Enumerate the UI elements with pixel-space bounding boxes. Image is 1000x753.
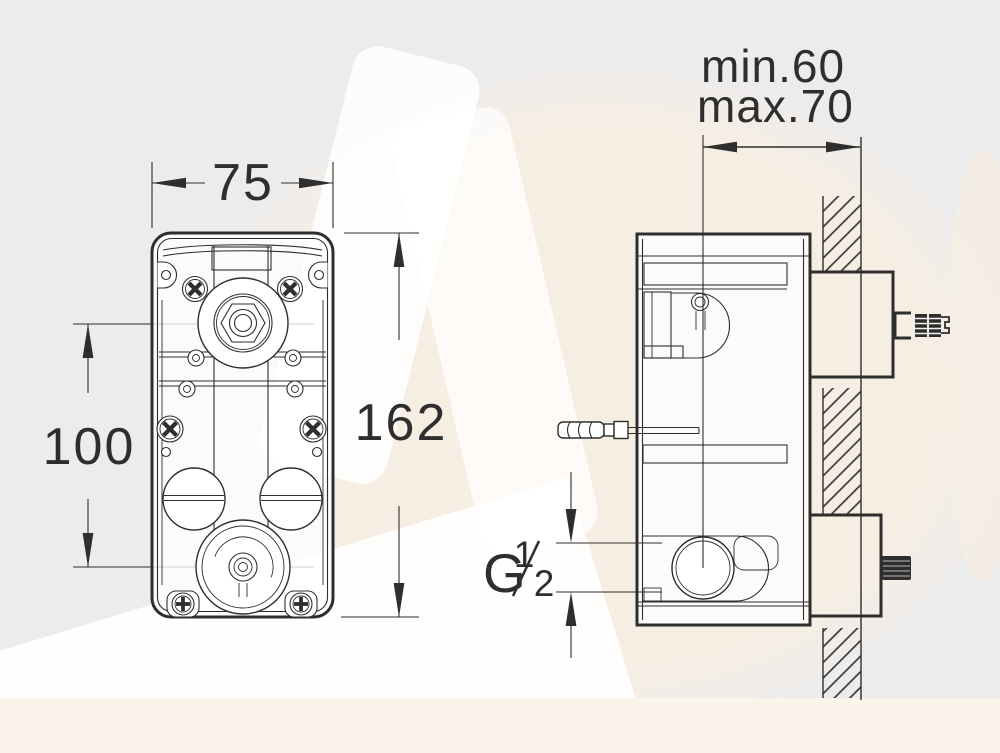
dimension-depth-min-max: min.60 max.70 [697,40,860,153]
top-arch [162,250,323,257]
thread-g: G [483,542,526,604]
ear-hole [160,269,172,281]
pilot-hole [311,446,323,458]
upper-valve-cartridge [197,277,289,369]
upper-spindle-fitting [893,311,950,340]
rib-boss-hole [291,385,299,393]
ear-hole [313,269,325,281]
rib-boss [187,349,205,367]
thread-size-label: G 1 2 [483,534,554,604]
dimension-spacing-100: 100 [43,324,136,567]
top-arch [162,244,323,251]
rib-boss-hole [192,354,200,362]
depth-min-label: min.60 [701,40,845,92]
hex-nut [220,303,266,343]
rib-boss-hole [289,354,297,362]
lower-valve [195,519,291,615]
wall-hatch [823,196,861,271]
phillips-screw [284,590,318,618]
phillips-screw [299,415,327,443]
channel-top-block [211,246,272,271]
wall-hatch [823,628,861,698]
phillips-screw [166,590,200,618]
thread-denominator: 2 [534,563,555,604]
front-view [73,231,335,619]
side-view [557,135,950,700]
lower-spindle-knob [882,556,911,580]
phillips-screw [156,415,184,443]
pilot-hole [160,446,172,458]
inlet-port [259,467,323,531]
rib-boss [178,380,196,398]
wall-section [822,137,862,700]
lower-wall-sleeve [808,513,883,618]
height-dimension-label: 162 [355,394,448,452]
spacing-dimension-label: 100 [43,418,136,476]
rib-boss-hole [183,385,191,393]
dimension-thread-g-half: G 1 2 [483,472,662,658]
width-dimension-label: 75 [212,154,274,212]
upper-wall-sleeve [808,270,895,379]
mid-rib-bar [642,444,788,464]
upper-mechanism [643,291,731,359]
inlet-port [162,467,226,531]
cam-arc [214,536,274,578]
depth-max-label: max.70 [697,80,854,132]
phillips-screw [276,275,304,303]
dimension-width-75: 75 [151,154,334,228]
dimension-height-162: 162 [341,232,448,618]
wall-hatch [823,388,861,514]
rib-boss [286,380,304,398]
rib-boss [284,349,302,367]
phillips-screw [181,275,209,303]
inner-band [643,262,788,286]
wall-plug-screw [557,420,700,440]
